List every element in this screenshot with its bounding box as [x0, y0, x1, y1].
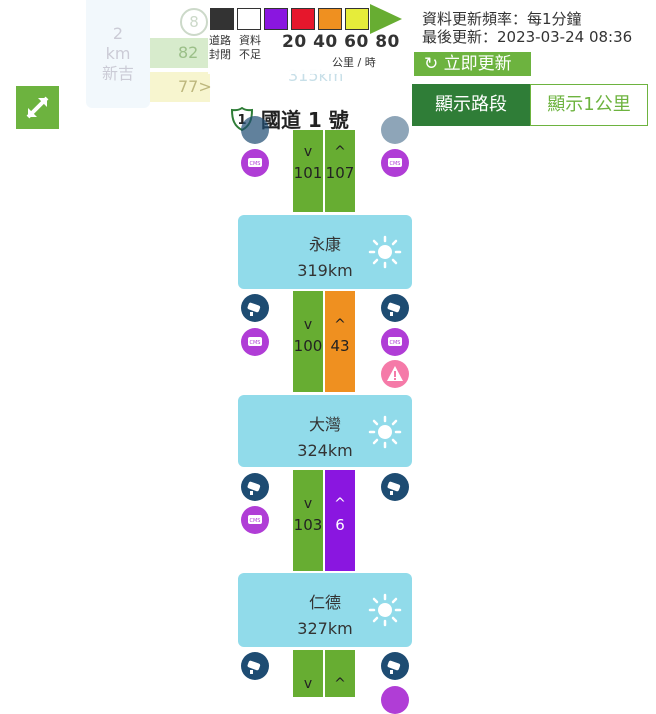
- refresh-icon: ↻: [424, 54, 439, 74]
- chevron-up-icon: ^: [334, 317, 346, 333]
- speed-legend: 道路 封閉 資料 不足 20 40 60 80 公里 / 時: [208, 4, 404, 74]
- station-km: 324km: [297, 441, 353, 460]
- expand-icon: [26, 96, 49, 119]
- svg-text:CMS: CMS: [250, 518, 261, 524]
- chevron-up-icon: ^: [334, 144, 346, 160]
- faded-yellow-arrow: >: [198, 77, 212, 96]
- lane-north-seg4[interactable]: ^: [325, 650, 355, 697]
- camera-icon[interactable]: [241, 473, 269, 501]
- faded-station-card: 2 km 新吉: [86, 0, 150, 108]
- faded-green-speed: 82: [150, 38, 210, 68]
- expand-button[interactable]: [16, 86, 59, 129]
- station-km: 319km: [297, 261, 353, 280]
- lane-north-seg1[interactable]: ^ 107: [325, 130, 355, 212]
- lane-speed: 101: [293, 164, 323, 182]
- legend-nodata-label: 資料 不足: [239, 34, 261, 62]
- legend-swatch-40: [291, 8, 315, 30]
- faded-route-8-badge: 8: [180, 8, 208, 36]
- legend-swatch-nodata: [237, 8, 261, 30]
- legend-swatch-80: [345, 8, 369, 30]
- cms-icon[interactable]: CMS: [241, 328, 269, 356]
- chevron-up-icon: ^: [334, 676, 346, 692]
- legend-swatch-20: [264, 8, 288, 30]
- chevron-up-icon: ^: [334, 496, 346, 512]
- svg-text:CMS: CMS: [250, 161, 261, 167]
- legend-nodata-line1: 資料: [239, 34, 261, 47]
- cms-icon[interactable]: CMS: [241, 149, 269, 177]
- legend-closed-label: 道路 封閉: [209, 34, 231, 62]
- cms-icon[interactable]: CMS: [241, 506, 269, 534]
- sun-icon: [368, 593, 402, 627]
- faded-km-unit: km: [105, 44, 131, 63]
- refresh-label: 立即更新: [443, 54, 512, 74]
- lane-speed: 103: [293, 516, 323, 534]
- lane-speed: 100: [293, 337, 323, 355]
- update-info: 資料更新頻率：每1分鐘 最後更新：2023-03-24 08:36: [422, 10, 632, 46]
- legend-speeds: 20 40 60 80: [282, 32, 400, 52]
- show-segment-button[interactable]: 顯示路段: [412, 84, 530, 126]
- legend-swatch-closed: [210, 8, 234, 30]
- camera-icon[interactable]: [381, 116, 409, 144]
- chevron-down-icon: v: [303, 317, 313, 333]
- chevron-down-icon: v: [303, 496, 313, 512]
- lane-speed: 107: [325, 164, 355, 182]
- lane-south-seg4[interactable]: v: [293, 650, 323, 697]
- camera-icon[interactable]: [241, 294, 269, 322]
- legend-swatch-60: [318, 8, 342, 30]
- svg-text:1: 1: [237, 113, 246, 128]
- show-km-button[interactable]: 顯示1公里: [530, 84, 648, 126]
- cms-icon[interactable]: [381, 686, 409, 714]
- route-name: 國道 1 號: [260, 108, 349, 132]
- cms-icon[interactable]: CMS: [381, 149, 409, 177]
- cms-icon[interactable]: CMS: [381, 328, 409, 356]
- station-card[interactable]: 大灣 324km: [238, 395, 412, 467]
- lane-north-seg2[interactable]: ^ 43: [325, 291, 355, 392]
- camera-icon[interactable]: [241, 116, 269, 144]
- legend-closed-line1: 道路: [209, 34, 231, 47]
- station-name: 大灣: [308, 415, 341, 434]
- warning-icon[interactable]: [381, 360, 409, 388]
- legend-unit: 公里 / 時: [332, 56, 376, 69]
- camera-icon[interactable]: [381, 294, 409, 322]
- lane-north-seg3[interactable]: ^ 6: [325, 470, 355, 571]
- camera-icon[interactable]: [381, 473, 409, 501]
- legend-arrow-icon: [370, 4, 402, 34]
- legend-closed-line2: 封閉: [209, 48, 231, 61]
- lane-south-seg3[interactable]: v 103: [293, 470, 323, 571]
- faded-place: 新吉: [101, 64, 134, 83]
- faded-km-value: 2: [112, 24, 124, 43]
- faded-yellow-speed: 77>: [150, 72, 212, 102]
- lane-south-seg2[interactable]: v 100: [293, 291, 323, 392]
- station-name: 永康: [308, 235, 341, 254]
- station-name: 仁德: [308, 593, 341, 612]
- station-card[interactable]: 仁德 327km: [238, 573, 412, 647]
- lane-south-seg1[interactable]: v 101: [293, 130, 323, 212]
- last-update: 最後更新：2023-03-24 08:36: [422, 28, 633, 46]
- station-km: 327km: [297, 619, 353, 638]
- sun-icon: [368, 235, 402, 269]
- update-frequency: 資料更新頻率：每1分鐘: [422, 10, 582, 28]
- lane-speed: 6: [335, 516, 345, 534]
- chevron-down-icon: v: [303, 676, 313, 692]
- sun-icon: [368, 415, 402, 449]
- camera-icon[interactable]: [241, 652, 269, 680]
- faded-yellow-speed-value: 77: [178, 77, 199, 96]
- legend-nodata-line2: 不足: [239, 48, 261, 61]
- refresh-button[interactable]: ↻ 立即更新: [414, 52, 531, 76]
- station-card[interactable]: 永康 319km: [238, 215, 412, 289]
- svg-text:CMS: CMS: [390, 340, 401, 346]
- svg-text:CMS: CMS: [390, 161, 401, 167]
- camera-icon[interactable]: [381, 652, 409, 680]
- chevron-down-icon: v: [303, 144, 313, 160]
- svg-text:CMS: CMS: [250, 340, 261, 346]
- lane-speed: 43: [330, 337, 350, 355]
